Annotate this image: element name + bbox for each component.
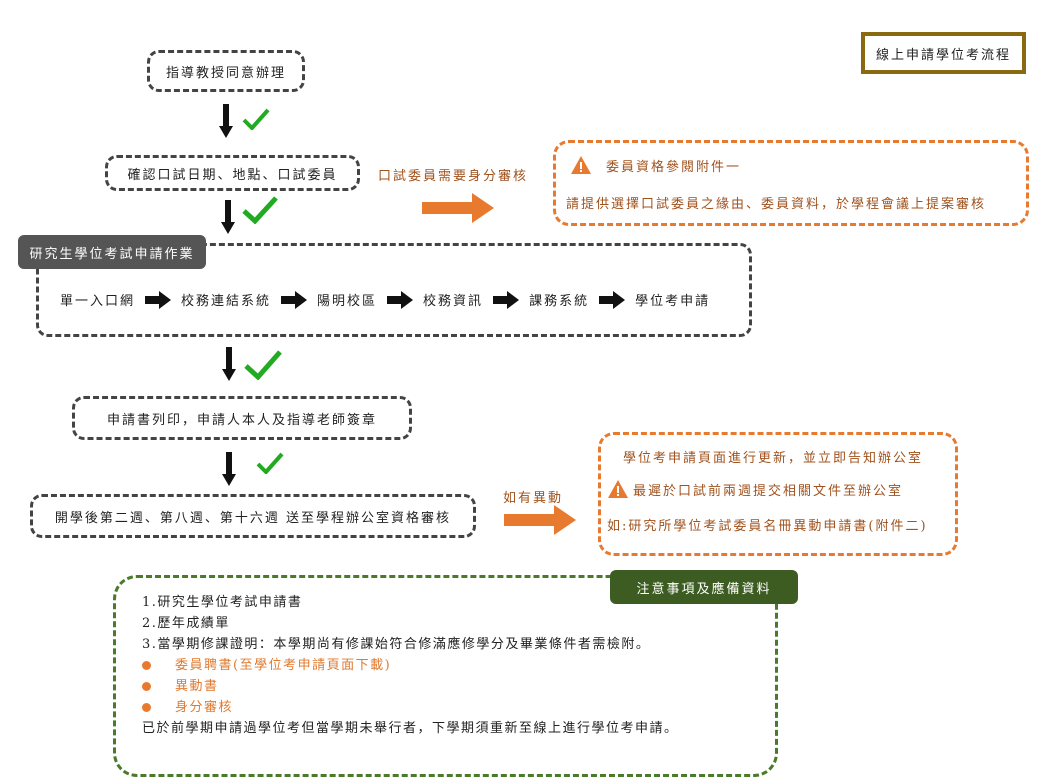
committee-info-line1: 委員資格參閱附件一 (606, 159, 742, 175)
right-arrow-icon (387, 290, 414, 309)
change-label: 如有異動 (503, 491, 564, 506)
step-submit-review-text: 開學後第二週、第八週、第十六週 送至學程辦公室資格審核 (54, 510, 452, 526)
notes-footer: 已於前學期申請過學位考但當學期未舉行者，下學期須重新至線上進行學位考申請。 (142, 721, 679, 736)
down-arrow-icon (222, 347, 236, 381)
notes-bullet-item: 異動書 (175, 679, 219, 694)
check-icon (242, 108, 270, 130)
right-arrow-icon (599, 290, 626, 309)
committee-info-box: 委員資格參閱附件一 請提供選擇口試委員之緣由、委員資料，於學程會議上提案審核 (553, 140, 1029, 226)
change-info-line1: 學位考申請頁面進行更新，並立即告知辦公室 (623, 451, 924, 466)
down-arrow-icon (221, 200, 235, 234)
path-step: 校務連結系統 (181, 294, 272, 309)
change-info-box: 學位考申請頁面進行更新，並立即告知辦公室 最遲於口試前兩週提交相關文件至辦公室 … (598, 432, 958, 556)
right-arrow-icon (493, 290, 520, 309)
step-online-application (36, 243, 752, 337)
step-submit-review: 開學後第二週、第八週、第十六週 送至學程辦公室資格審核 (30, 494, 476, 538)
notes-item: 3.當學期修課證明：本學期尚有修課始符合修滿應修學分及畢業條件者需檢附。 (142, 637, 651, 652)
system-navigation-path: 單一入口網 校務連結系統 陽明校區 校務資訊 課務系統 學位考申請 (60, 290, 710, 309)
change-info-line3: 如:研究所學位考試委員名冊異動申請書(附件二) (607, 519, 928, 534)
right-arrow-icon (422, 193, 494, 223)
path-step: 陽明校區 (317, 294, 378, 309)
flow-title: 線上申請學位考流程 (861, 32, 1026, 74)
notes-bullet-item: 委員聘書(至學位考申請頁面下載) (175, 658, 392, 673)
right-arrow-icon (145, 290, 172, 309)
step-advisor-approval-text: 指導教授同意辦理 (165, 65, 286, 81)
committee-info-line2: 請提供選擇口試委員之緣由、委員資料，於學程會議上提案審核 (566, 197, 987, 212)
step-confirm-exam: 確認口試日期、地點、口試委員 (105, 155, 360, 191)
step-advisor-approval: 指導教授同意辦理 (147, 50, 305, 92)
bullet-icon (142, 703, 151, 712)
notes-item: 2.歷年成績單 (142, 616, 230, 631)
step-print-sign-text: 申請書列印，申請人本人及指導老師簽章 (106, 412, 377, 428)
warning-icon (571, 156, 591, 174)
notes-tag: 注意事項及應備資料 (610, 570, 798, 604)
notes-box (113, 575, 778, 777)
path-step: 課務系統 (529, 294, 590, 309)
path-step: 單一入口網 (60, 294, 136, 309)
right-arrow-icon (281, 290, 308, 309)
check-icon (256, 452, 284, 474)
change-info-line2: 最遲於口試前兩週提交相關文件至辦公室 (633, 483, 904, 499)
down-arrow-icon (219, 104, 233, 138)
committee-review-label: 口試委員需要身分審核 (378, 169, 529, 184)
online-application-tag: 研究生學位考試申請作業 (18, 235, 206, 269)
down-arrow-icon (222, 452, 236, 486)
notes-bullet-item: 身分審核 (175, 700, 234, 715)
right-arrow-icon (504, 505, 576, 535)
path-step: 校務資訊 (423, 294, 484, 309)
check-icon (244, 350, 282, 380)
warning-icon (608, 480, 628, 498)
step-print-sign: 申請書列印，申請人本人及指導老師簽章 (72, 396, 412, 440)
notes-item: 1.研究生學位考試申請書 (142, 595, 303, 610)
step-confirm-exam-text: 確認口試日期、地點、口試委員 (127, 167, 338, 183)
path-step: 學位考申請 (635, 294, 711, 309)
bullet-icon (142, 661, 151, 670)
notes-content: 1.研究生學位考試申請書 2.歷年成績單 3.當學期修課證明：本學期尚有修課始符… (142, 592, 679, 739)
check-icon (242, 196, 278, 224)
bullet-icon (142, 682, 151, 691)
